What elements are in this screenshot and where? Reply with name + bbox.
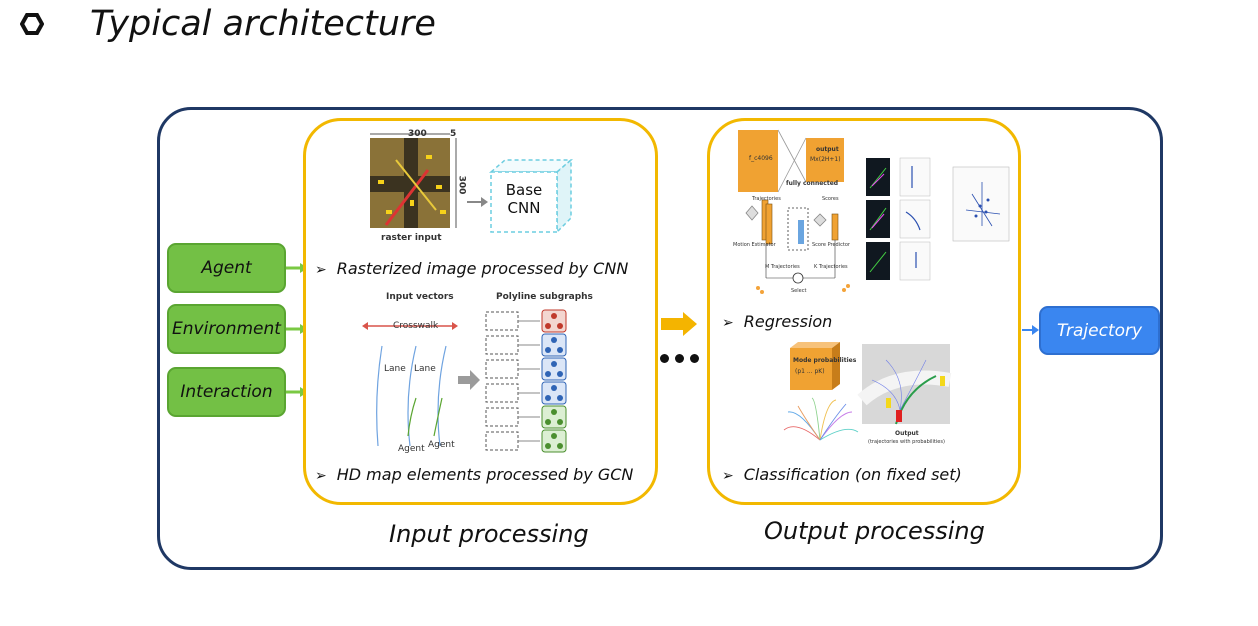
environment-input-box: Environment bbox=[167, 304, 286, 354]
arrow-bullet-icon: ➢ bbox=[722, 315, 734, 331]
agent-input-box: Agent bbox=[167, 243, 286, 293]
regression-figure bbox=[738, 129, 950, 294]
gcn-caption: ➢ HD map elements processed by GCN bbox=[315, 465, 633, 484]
base-cnn-label: Base CNN bbox=[491, 181, 557, 217]
raster-caption-text: Rasterized image processed by CNN bbox=[336, 259, 629, 278]
agent-label-1: Agent bbox=[398, 444, 425, 454]
interaction-input-box: Interaction bbox=[167, 367, 286, 417]
raster-dim-top: 300 bbox=[408, 129, 427, 139]
regression-caption: ➢ Regression bbox=[722, 312, 832, 331]
scores-label: Scores bbox=[822, 196, 839, 202]
lane-label-2: Lane bbox=[414, 364, 436, 374]
regression-caption-text: Regression bbox=[743, 312, 833, 331]
hexagon-bullet-icon bbox=[20, 13, 44, 35]
classification-caption: ➢ Classification (on fixed set) bbox=[722, 465, 962, 484]
select-label: Select bbox=[791, 288, 807, 294]
fc4096-label: f_c4096 bbox=[749, 155, 773, 162]
to-trajectory-arrow bbox=[1022, 325, 1039, 335]
dot bbox=[690, 354, 699, 363]
raster-image-label: raster input bbox=[381, 233, 442, 243]
mode-probabilities-label: Mode probabilities bbox=[793, 357, 857, 364]
raster-input-image bbox=[370, 133, 457, 228]
arrow-bullet-icon: ➢ bbox=[722, 468, 734, 484]
raster-dim-corner: 5 bbox=[450, 129, 457, 139]
classification-output-label: Output bbox=[895, 430, 919, 437]
m-trajectories-label: M Trajectories bbox=[765, 264, 800, 270]
classification-caption-text: Classification (on fixed set) bbox=[743, 465, 962, 484]
raster-to-cnn-arrow bbox=[467, 197, 488, 207]
base-cnn-block bbox=[488, 158, 574, 234]
classification-figure bbox=[783, 342, 952, 441]
motion-estimator-label: Motion Estimator bbox=[733, 242, 776, 248]
gcn-caption-text: HD map elements processed by GCN bbox=[336, 465, 634, 484]
slide-title: Typical architecture bbox=[90, 4, 436, 44]
output-block-title: output bbox=[816, 146, 839, 153]
input-vectors-heading: Input vectors bbox=[386, 292, 454, 302]
processing-flow-arrow bbox=[661, 312, 697, 336]
dot bbox=[660, 354, 669, 363]
trajectory-scatter-plot bbox=[952, 166, 1010, 242]
arrow-bullet-icon: ➢ bbox=[315, 468, 327, 484]
fully-connected-label: fully connected bbox=[786, 180, 839, 187]
mode-probabilities-sub: (p1 ... pK) bbox=[795, 368, 825, 375]
score-predictor-label: Score Predictor bbox=[812, 242, 850, 248]
arrow-bullet-icon: ➢ bbox=[315, 262, 327, 278]
vector-graph-figure bbox=[362, 309, 567, 453]
trajectories-label: Trajectories bbox=[752, 196, 781, 202]
dot bbox=[675, 354, 684, 363]
classification-output-sub: (trajectories with probabilities) bbox=[868, 439, 945, 445]
ellipsis-dots bbox=[660, 351, 705, 367]
k-trajectories-label: K Trajectories bbox=[814, 264, 848, 270]
base-cnn-label-line1: Base bbox=[505, 181, 543, 199]
input-processing-label: Input processing bbox=[389, 520, 589, 548]
output-processing-label: Output processing bbox=[764, 517, 985, 545]
base-cnn-label-line2: CNN bbox=[507, 199, 541, 217]
raster-caption: ➢ Rasterized image processed by CNN bbox=[315, 259, 628, 278]
input-processing-panel bbox=[303, 118, 658, 505]
agent-label-2: Agent bbox=[428, 440, 455, 450]
crosswalk-label: Crosswalk bbox=[393, 321, 439, 331]
lane-label-1: Lane bbox=[384, 364, 406, 374]
raster-dim-side: 300 bbox=[456, 175, 467, 195]
trajectory-output-box: Trajectory bbox=[1039, 306, 1160, 355]
polyline-subgraphs-heading: Polyline subgraphs bbox=[496, 292, 593, 302]
architecture-frame bbox=[157, 107, 1163, 570]
output-block-sub: Mx(2H+1) bbox=[810, 156, 841, 163]
